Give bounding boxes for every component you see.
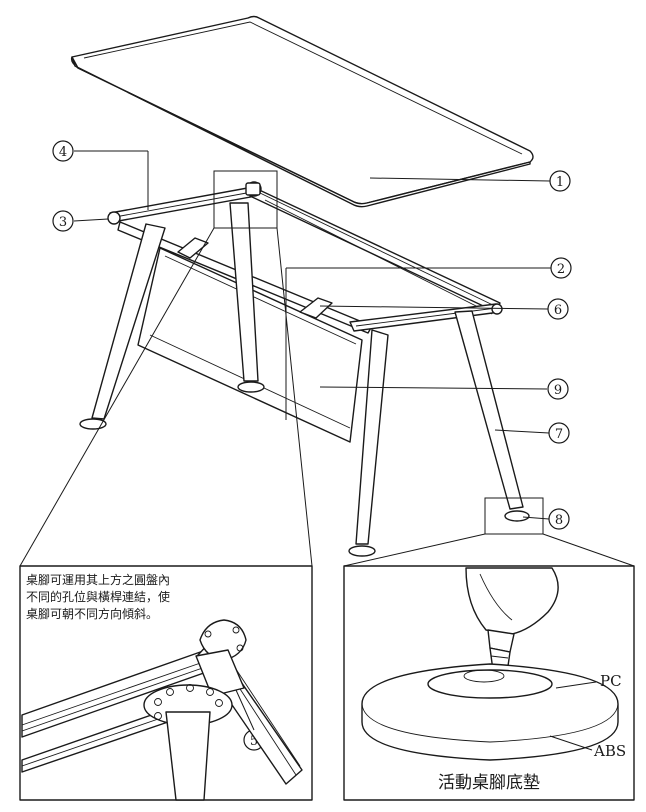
svg-text:9: 9: [554, 383, 562, 398]
detail-indicators: [19, 170, 635, 567]
callout-2: 2: [550, 257, 572, 279]
svg-text:6: 6: [554, 303, 562, 318]
right-detail-inset: PC ABS 活動桌腳底墊: [343, 565, 635, 801]
inset-note-line-2: 不同的孔位與橫桿連結，使: [26, 589, 170, 604]
inset-caption: 活動桌腳底墊: [438, 773, 540, 793]
svg-text:5: 5: [250, 734, 258, 749]
svg-text:2: 2: [557, 262, 565, 277]
svg-text:8: 8: [555, 513, 563, 528]
callout-1: 1: [549, 170, 571, 192]
callout-4: 4: [52, 140, 74, 162]
svg-text:4: 4: [59, 145, 67, 160]
inset-note-line-3: 桌腳可朝不同方向傾斜。: [26, 606, 158, 621]
callout-6: 6: [547, 298, 569, 320]
left-detail-inset: 桌腳可運用其上方之圓盤內 不同的孔位與橫桿連結，使 桌腳可朝不同方向傾斜。: [19, 565, 313, 801]
svg-text:3: 3: [59, 215, 67, 230]
callout-9: 9: [547, 378, 569, 400]
callout-7: 7: [548, 422, 570, 444]
label-abs: ABS: [593, 742, 626, 760]
leader-lines: [73, 150, 552, 520]
svg-text:1: 1: [556, 175, 564, 190]
inset-note-line-1: 桌腳可運用其上方之圓盤內: [26, 572, 170, 587]
label-pc: PC: [600, 672, 622, 690]
panel-brackets: [177, 237, 333, 319]
callout-3: 3: [52, 210, 74, 232]
svg-text:7: 7: [555, 427, 563, 442]
table-legs: [79, 202, 530, 557]
table-top-panel: [70, 15, 534, 208]
callout-8: 8: [548, 508, 570, 530]
